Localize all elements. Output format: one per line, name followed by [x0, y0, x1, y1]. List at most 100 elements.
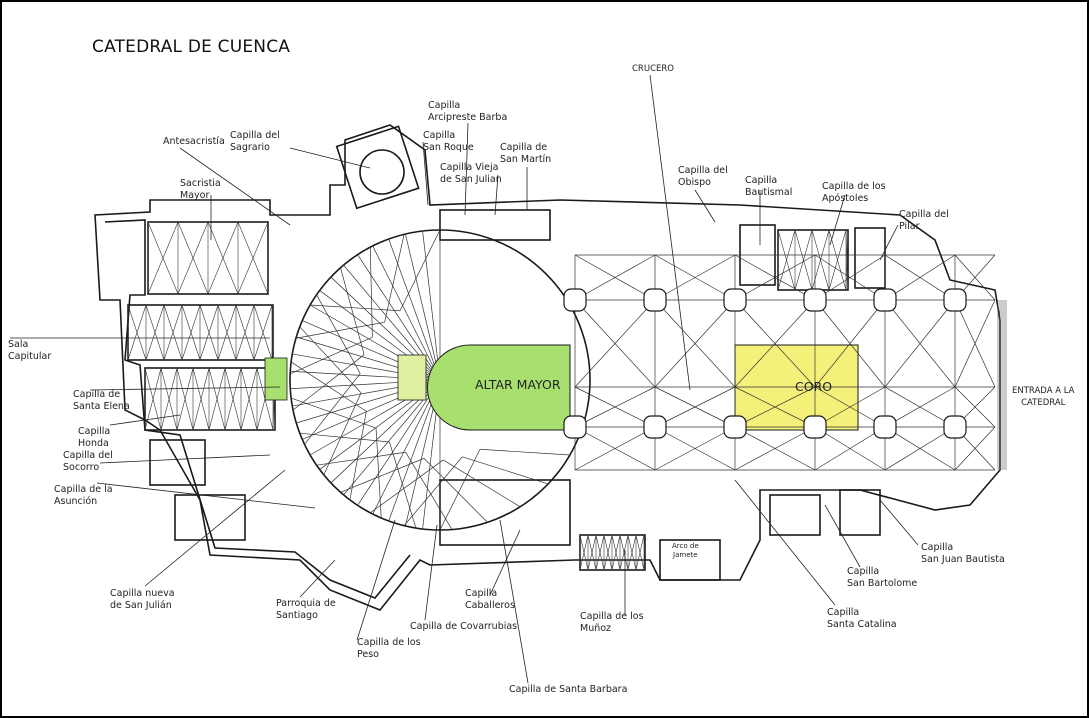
vault-grid: [635, 534, 645, 571]
vault-grid: [627, 534, 637, 571]
rib-line: [310, 304, 401, 312]
rib-line: [316, 451, 406, 466]
vault-grid: [603, 534, 613, 571]
rib-line: [422, 230, 441, 381]
altar-mayor-zone: [427, 344, 571, 431]
pier: [563, 415, 587, 439]
rib-line: [443, 459, 521, 508]
pier: [643, 288, 667, 312]
label-santiago: Parroquia de Santiago: [276, 598, 336, 621]
rib-line: [814, 299, 886, 388]
pier: [873, 415, 897, 439]
rib-line: [290, 397, 377, 429]
coro-zone: [734, 344, 859, 431]
rib-line: [384, 234, 405, 323]
label-obispo: Capilla del Obispo: [678, 165, 728, 188]
label-apostoles: Capilla de los Apóstoles: [822, 181, 886, 204]
vault-grid: [217, 304, 237, 361]
label-sala-capitular: Sala Capitular: [8, 339, 52, 362]
arco-jamete-room: [659, 539, 721, 581]
rib-line: [304, 373, 361, 445]
rib-line: [814, 386, 886, 428]
rib-line: [289, 336, 373, 375]
rib-line: [654, 386, 736, 428]
rib-line: [369, 247, 373, 338]
label-sacristia-mayor: Sacristia Mayor: [180, 178, 221, 201]
vault-grid: [595, 534, 605, 571]
label-asuncion: Capilla de la Asunción: [54, 484, 113, 507]
rib-line: [479, 448, 570, 456]
pier: [563, 288, 587, 312]
label-pilar: Capilla del Pilar: [899, 209, 949, 232]
vault-grid: [271, 304, 274, 361]
label-arcipreste-barba: Capilla Arcipreste Barba: [428, 100, 508, 123]
pier: [643, 415, 667, 439]
rib-line: [884, 386, 956, 428]
rib-line: [389, 441, 417, 529]
vault-grid: [207, 221, 239, 295]
rib-line: [405, 452, 453, 530]
label-vieja-san-julian: Capilla Vieja de San Julian: [440, 162, 502, 185]
rib-line: [340, 458, 425, 493]
vault-grid: [177, 221, 209, 295]
page-title: CATEDRAL DE CUENCA: [92, 37, 291, 57]
vault-grid: [145, 304, 165, 361]
label-peso: Capilla de los Peso: [357, 637, 421, 660]
label-sagrario: Capilla del Sagrario: [230, 130, 280, 153]
rib-line: [884, 299, 956, 388]
santa-elena-room: [144, 367, 276, 431]
vault-grid: [643, 534, 646, 571]
vault-grid: [192, 367, 210, 431]
rib-line: [574, 386, 656, 428]
label-san-martin: Capilla de San Martín: [500, 142, 552, 165]
rib-line: [574, 254, 656, 301]
rib-line: [654, 254, 736, 301]
label-honda: Capilla Honda: [78, 426, 111, 449]
vault-grid: [240, 367, 258, 431]
pier: [873, 288, 897, 312]
vault-grid: [127, 304, 147, 361]
label-covarrubias: Capilla de Covarrubias: [410, 621, 518, 632]
pier: [723, 415, 747, 439]
rib-line: [349, 411, 367, 500]
pier: [943, 288, 967, 312]
rib-line: [357, 379, 441, 506]
label-san-bartolome: Capilla San Bartolome: [847, 566, 918, 589]
rib-line: [954, 299, 996, 388]
vault-grid: [619, 534, 629, 571]
vault-grid: [828, 229, 847, 291]
rib-line: [423, 458, 488, 523]
rib-line: [439, 449, 481, 531]
label-crucero: CRUCERO: [632, 64, 674, 74]
vault-grid: [253, 304, 273, 361]
vault-grid: [611, 534, 621, 571]
label-santa-barbara: Capilla de Santa Barbara: [509, 684, 628, 695]
vault-grid: [237, 221, 269, 295]
rib-line: [375, 428, 382, 519]
rib-line: [372, 245, 441, 381]
rib-line: [299, 326, 362, 394]
rib-line: [574, 299, 656, 388]
rib-line: [388, 238, 441, 381]
pier: [723, 288, 747, 312]
rib-line: [884, 254, 956, 301]
inner-wall: [104, 219, 411, 599]
label-santa-catalina: Capilla Santa Catalina: [827, 607, 897, 630]
rib-line: [399, 229, 441, 311]
rib-line: [295, 321, 385, 339]
coro-label: CORO: [795, 379, 833, 394]
munoz-room: [579, 534, 646, 571]
leader-lines: [10, 74, 919, 684]
vault-grid: [199, 304, 219, 361]
altar-side-left: [397, 354, 427, 401]
vault-grid: [794, 229, 813, 291]
rib-line: [372, 379, 441, 515]
label-arco-jamete: Arco de Jamete: [672, 542, 699, 559]
vault-grid: [181, 304, 201, 361]
label-san-roque: Capilla San Roque: [423, 130, 474, 153]
vault-grid: [176, 367, 194, 431]
rib-line: [654, 299, 736, 388]
